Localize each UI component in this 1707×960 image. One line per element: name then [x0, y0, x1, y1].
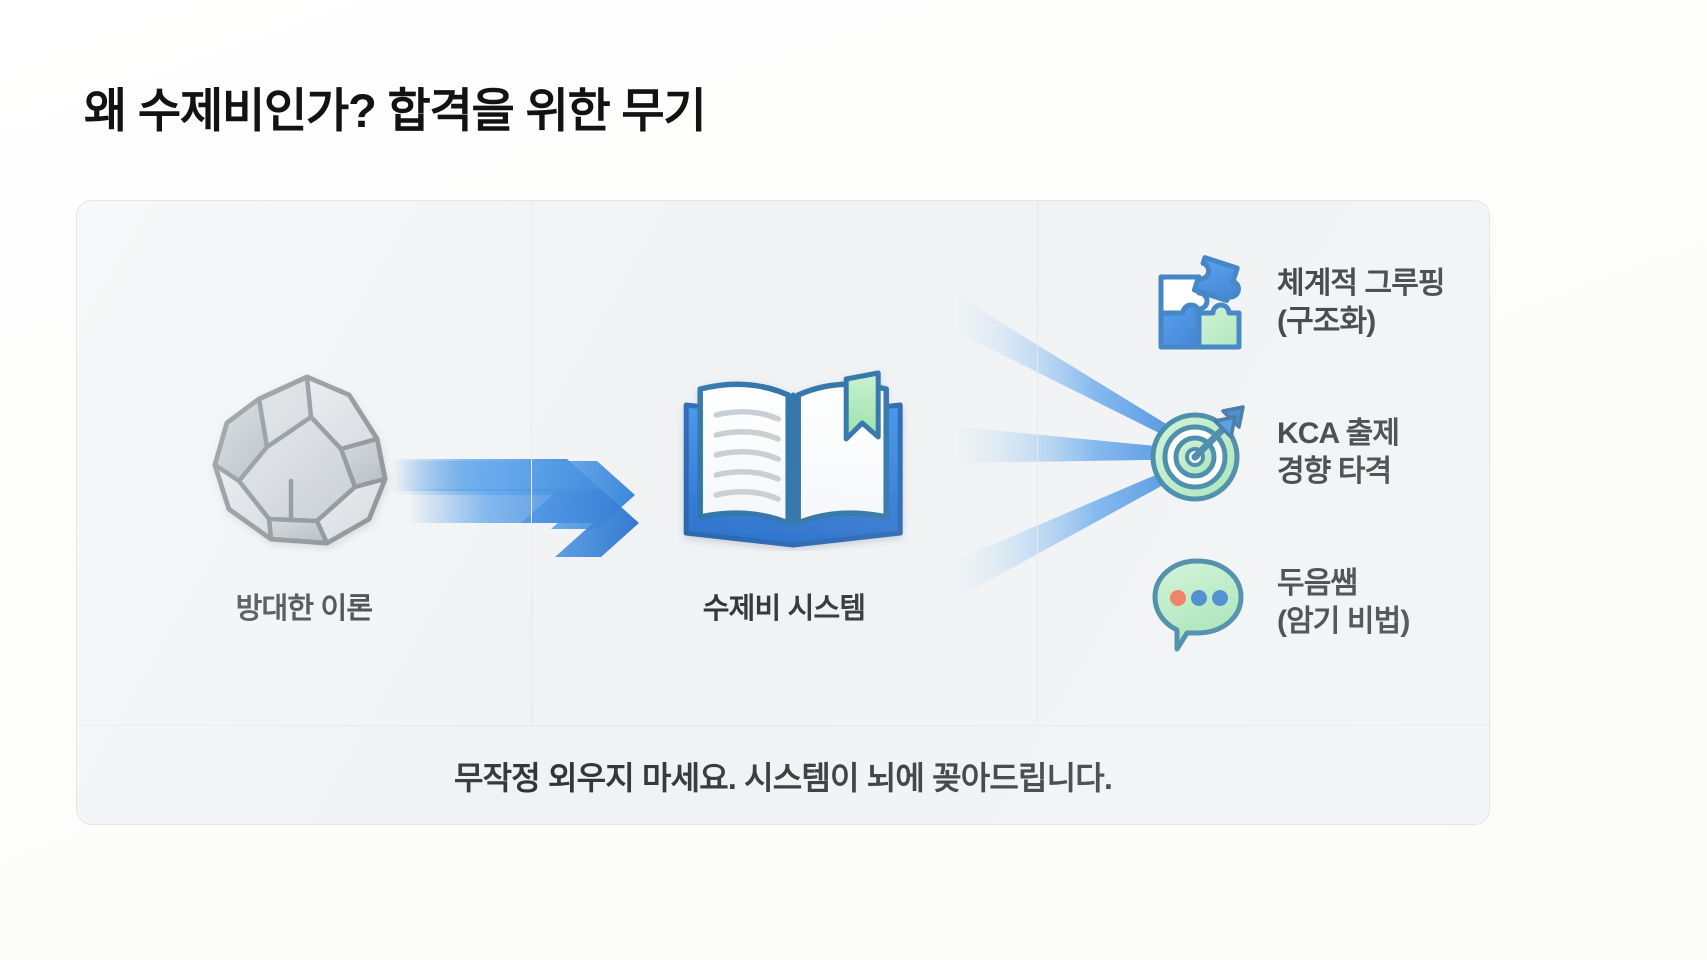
- output-line-1: 두음쌤: [1277, 567, 1358, 601]
- column-divider-left: [531, 201, 532, 725]
- infographic-panel: 방대한 이론: [76, 200, 1490, 825]
- stage-system-label: 수제비 시스템: [702, 593, 866, 625]
- panel-caption: 무작정 외우지 마세요. 시스템이 뇌에 꽂아드립니다.: [453, 759, 1113, 796]
- triple-chevron-arrow-icon: [371, 421, 671, 571]
- open-book-icon: [678, 361, 908, 551]
- puzzle-pieces-icon: [1147, 251, 1251, 355]
- stage-outputs: 체계적 그루핑 (구조화): [959, 201, 1489, 725]
- stage-input-label: 방대한 이론: [235, 593, 373, 625]
- output-line-2: (구조화): [1277, 305, 1376, 338]
- output-line-2: 경향 타격: [1277, 455, 1392, 488]
- speech-bubble-icon: [1147, 551, 1251, 655]
- stage-system: 수제비 시스템: [391, 201, 1037, 725]
- column-divider-right: [1037, 201, 1038, 725]
- output-item-mnemonic-label: 두음쌤 (암기 비법): [1277, 565, 1410, 641]
- output-item-mnemonic: 두음쌤 (암기 비법): [1147, 551, 1410, 655]
- output-item-target-label: KCA 출제 경향 타격: [1277, 415, 1400, 491]
- output-item-target: KCA 출제 경향 타격: [1147, 401, 1400, 505]
- output-line-1: KCA 출제: [1277, 417, 1400, 451]
- target-arrow-icon: [1147, 401, 1251, 505]
- output-line-1: 체계적 그루핑: [1277, 267, 1446, 301]
- output-item-grouping-label: 체계적 그루핑 (구조화): [1277, 265, 1446, 341]
- output-item-grouping: 체계적 그루핑 (구조화): [1147, 251, 1446, 355]
- output-line-2: (암기 비법): [1277, 605, 1410, 638]
- page-title: 왜 수제비인가? 합격을 위한 무기: [84, 84, 707, 137]
